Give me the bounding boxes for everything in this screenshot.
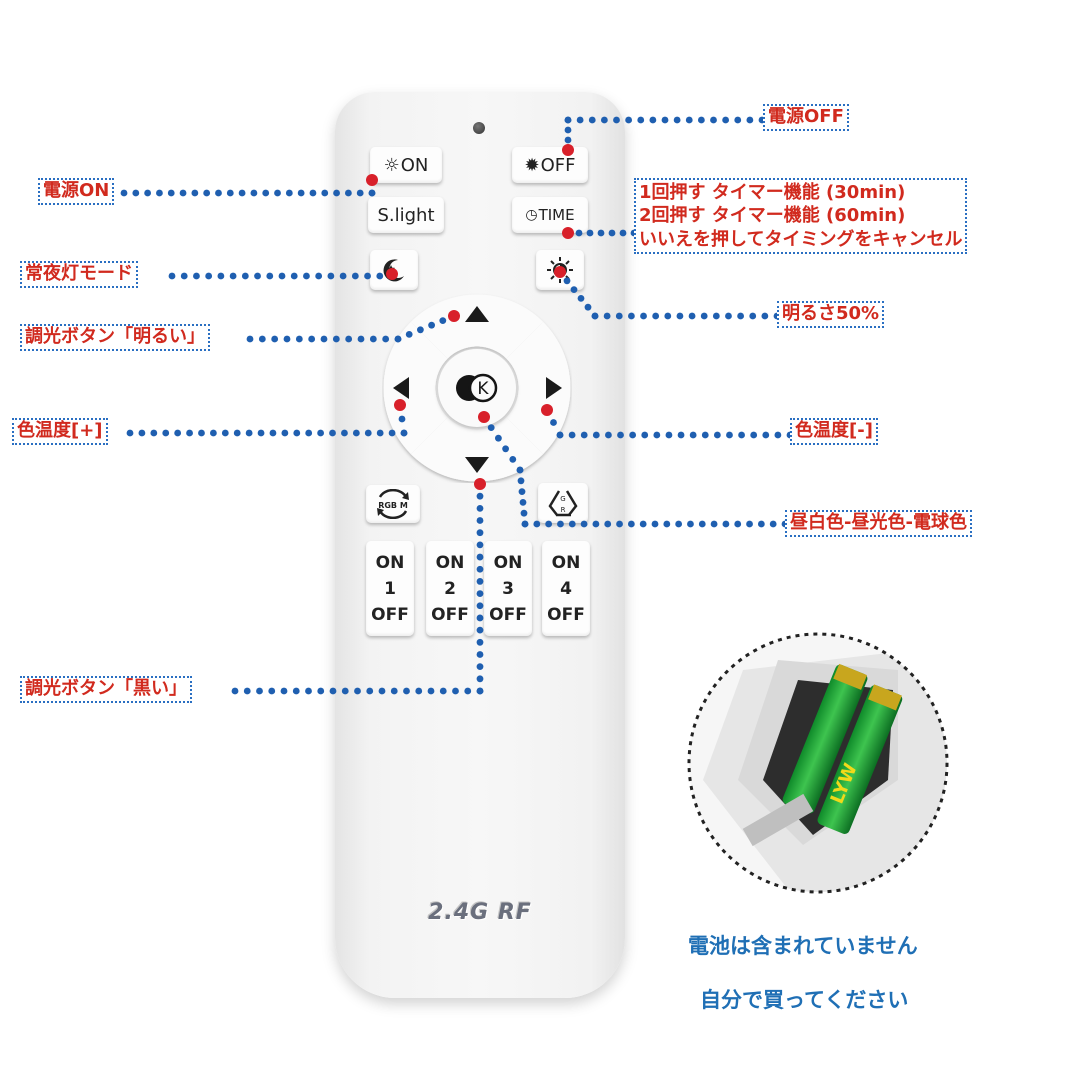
k-icon: K (456, 373, 498, 403)
arrow-down-icon (465, 457, 489, 473)
label-power-on: 電源ON (38, 178, 115, 205)
svg-text:K: K (477, 379, 489, 399)
arrow-left-icon (393, 377, 409, 399)
note-no-batteries: 電池は含まれていません (688, 934, 918, 958)
timer-button[interactable]: ◷ TIME (512, 197, 588, 233)
leader-timer (564, 229, 638, 237)
label-dimmer-dark: 調光ボタン「黒い」 (20, 676, 192, 703)
rgb-mode-button[interactable]: RGB M (366, 485, 420, 523)
callout-marker-dot (554, 266, 566, 278)
leader-color-cycle (480, 413, 789, 528)
battery-compartment-image: LYW (683, 630, 953, 896)
callout-marker-dot (474, 478, 486, 490)
callout-marker-dot (366, 174, 378, 186)
rgb-cycle-icon: RGB M (377, 489, 409, 519)
note-buy-yourself: 自分で買ってください (700, 988, 909, 1012)
leader-night-mode (168, 272, 396, 280)
callout-marker-dot (541, 404, 553, 416)
label-night-mode: 常夜灯モード (20, 261, 138, 288)
leader-color-temp-plus (126, 401, 408, 437)
leader-power-off (564, 116, 766, 154)
callout-marker-dot (448, 310, 460, 322)
dpad-up-button[interactable] (410, 294, 544, 359)
zone-1-button[interactable]: ON 1 OFF (366, 541, 414, 636)
label-timer: 1回押す タイマー機能 (30min) 2回押す タイマー機能 (60min) … (634, 178, 968, 255)
leader-dimmer-dark (231, 480, 484, 695)
callout-marker-dot (562, 227, 574, 239)
direction-pad (382, 293, 572, 483)
leader-power-on (120, 176, 376, 197)
zone-4-button[interactable]: ON 4 OFF (542, 541, 590, 636)
color-cycle-icon: G R (548, 490, 578, 517)
sun-filled-icon: ✹ (524, 154, 540, 176)
label-color-temp-plus: 色温度[+] (12, 418, 108, 445)
arrow-right-icon (546, 377, 562, 399)
svg-text:G: G (560, 495, 565, 503)
callout-marker-dot (478, 411, 490, 423)
callout-marker-dot (394, 399, 406, 411)
svg-text:RGB M: RGB M (378, 501, 408, 510)
leader-color-temp-minus (543, 406, 794, 439)
label-power-off: 電源OFF (763, 104, 849, 131)
slight-button[interactable]: S.light (368, 197, 444, 233)
svg-text:R: R (561, 506, 566, 514)
callout-marker-dot (386, 268, 398, 280)
sun-outline-icon: ☼ (383, 154, 400, 176)
zone-3-button[interactable]: ON 3 OFF (484, 541, 532, 636)
brand-label: 2.4G RF (428, 900, 532, 925)
power-off-button[interactable]: ✹ OFF (512, 147, 588, 183)
clock-icon: ◷ (525, 207, 538, 223)
leader-dimmer-bright (246, 312, 458, 343)
label-color-cycle: 昼白色-昼光色-電球色 (785, 510, 972, 537)
color-cycle-button[interactable]: G R (538, 483, 588, 523)
zone-2-button[interactable]: ON 2 OFF (426, 541, 474, 636)
indicator-led (473, 122, 485, 134)
power-on-button[interactable]: ☼ ON (370, 147, 442, 183)
arrow-up-icon (465, 306, 489, 322)
leader-brightness-50 (556, 268, 781, 320)
label-dimmer-bright: 調光ボタン「明るい」 (20, 324, 210, 351)
callout-marker-dot (562, 144, 574, 156)
ok-k-button[interactable]: K (438, 349, 516, 427)
label-color-temp-minus: 色温度[-] (790, 418, 878, 445)
label-brightness-50: 明るさ50% (777, 301, 885, 328)
dpad-down-button[interactable] (410, 417, 544, 482)
